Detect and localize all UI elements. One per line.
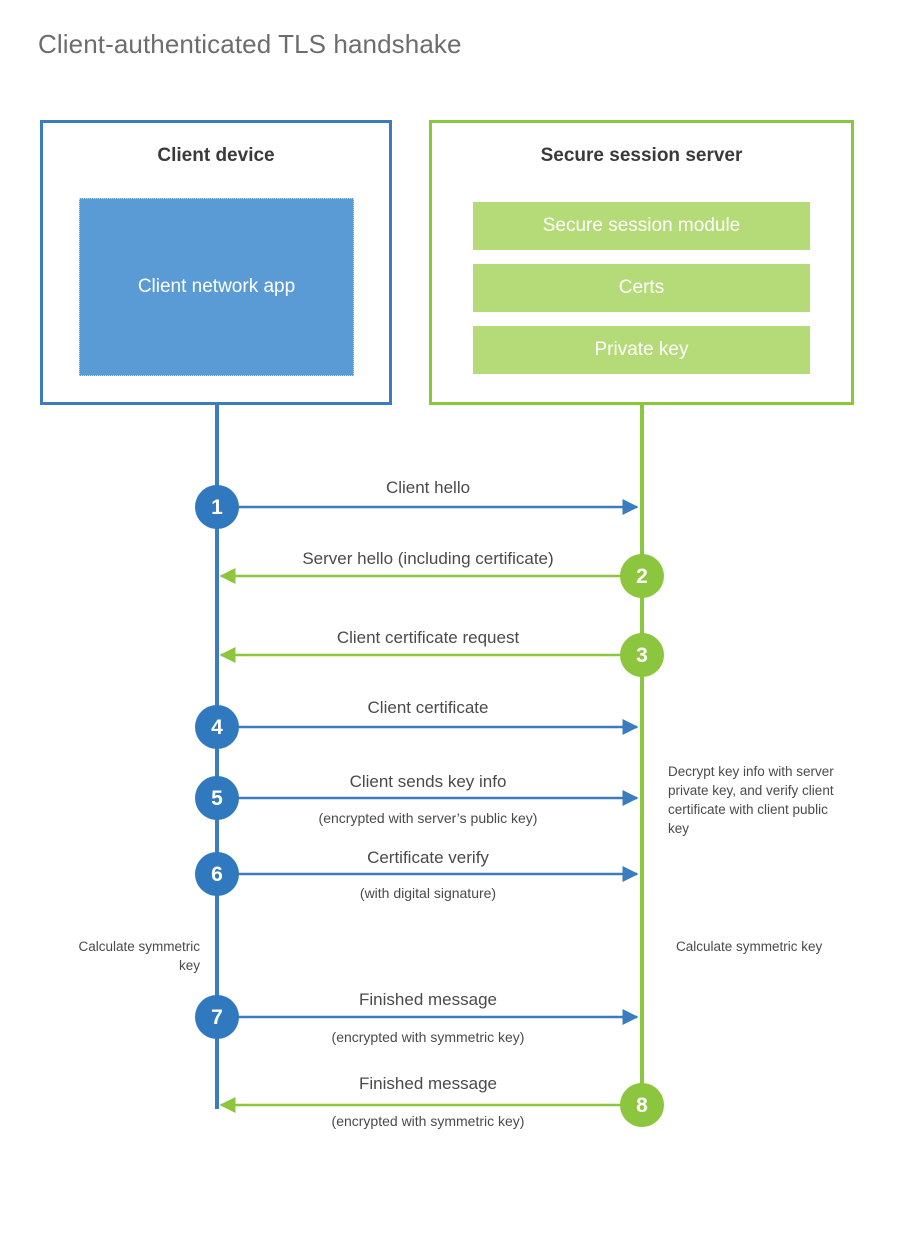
message-label-8: Finished message [359,1074,497,1093]
message-label-6: Certificate verify [367,848,489,867]
step-circle-2[interactable]: 2 [620,554,664,598]
step-circle-6[interactable]: 6 [195,852,239,896]
message-sublabel-7: (encrypted with symmetric key) [331,1029,525,1045]
server-component-secure-session-module: Secure session module [473,202,810,250]
server-component-private-key: Private key [473,326,810,374]
step-circle-7[interactable]: 7 [195,995,239,1039]
client-network-app-block: Client network app [79,198,354,376]
secure-session-server-title: Secure session server [540,145,743,166]
message-sublabel-8: (encrypted with symmetric key) [331,1113,525,1129]
step-circle-8[interactable]: 8 [620,1083,664,1127]
step-circle-5[interactable]: 5 [195,776,239,820]
message-sublabel-5: (encrypted with server’s public key) [318,810,538,826]
client-device-box: Client device Client network app [40,120,392,405]
page-title: Client-authenticated TLS handshake [38,29,462,59]
message-label-5: Client sends key info [349,772,507,791]
message-label-2: Server hello (including certificate) [302,549,554,568]
client-device-title: Client device [157,145,275,166]
annotation-server-calculate-symmetric-key: Calculate symmetric key [676,939,823,954]
message-label-3: Client certificate request [336,628,520,647]
annotation-client-calculate-symmetric-key: Calculate symmetric key [78,939,200,974]
annotation-server-decrypt: Decrypt key info with server private key… [668,764,834,837]
server-lifeline [640,402,644,1107]
step-circle-4[interactable]: 4 [195,705,239,749]
message-label-4: Client certificate [367,698,489,717]
message-sublabel-6: (with digital signature) [359,885,497,901]
client-lifeline [215,402,219,1109]
server-component-certs: Certs [473,264,810,312]
secure-session-server-box: Secure session server Secure session mod… [429,120,854,405]
message-label-7: Finished message [359,990,497,1009]
step-circle-1[interactable]: 1 [195,485,239,529]
message-label-1: Client hello [385,478,471,497]
step-circle-3[interactable]: 3 [620,633,664,677]
